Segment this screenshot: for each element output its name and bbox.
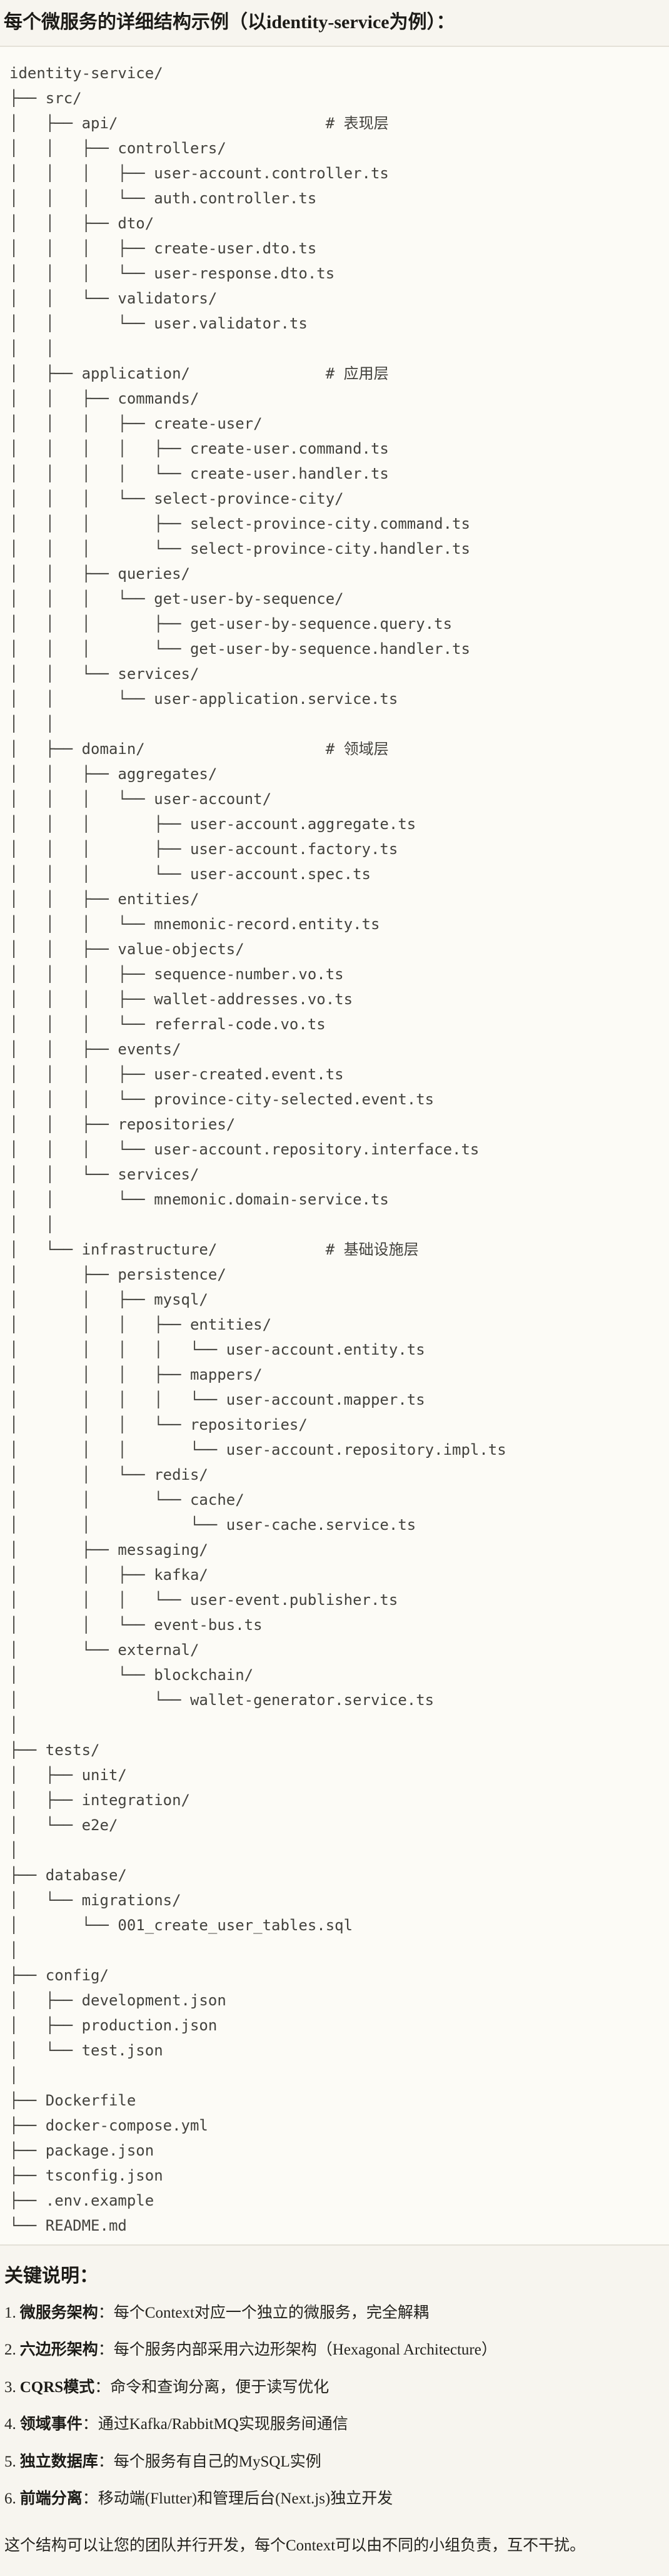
- note-item-hexagonal: 2.六边形架构：每个服务内部采用六边形架构（Hexagonal Architec…: [4, 2340, 663, 2361]
- note-item-term: 六边形架构: [19, 2341, 98, 2358]
- note-item-term: 微服务架构: [19, 2304, 98, 2321]
- note-item-term: 领域事件: [19, 2416, 83, 2433]
- note-item-frontend-separation: 6.前端分离：移动端(Flutter)和管理后台(Next.js)独立开发: [4, 2489, 663, 2510]
- note-item-number: 6.: [4, 2490, 16, 2507]
- note-item-number: 2.: [4, 2341, 16, 2358]
- note-item-number: 4.: [4, 2416, 16, 2433]
- directory-tree: identity-service/ ├── src/ │ ├── api/ # …: [9, 64, 506, 2234]
- closing-paragraph: 这个结构可以让您的团队并行开发，每个Context可以由不同的小组负责，互不干扰…: [4, 2537, 586, 2554]
- note-item-number: 3.: [4, 2378, 16, 2396]
- note-item-domain-events: 4.领域事件：通过Kafka/RabbitMQ实现服务间通信: [4, 2415, 663, 2435]
- note-item-number: 1.: [4, 2304, 16, 2321]
- note-item-microservice: 1.微服务架构：每个Context对应一个独立的微服务，完全解耦: [4, 2303, 663, 2324]
- notes-heading: 关键说明：: [4, 2266, 98, 2286]
- note-item-desc: ：每个服务有自己的MySQL实例: [98, 2453, 321, 2470]
- note-item-desc: ：命令和查询分离，便于读写优化: [94, 2378, 329, 2396]
- note-item-desc: ：每个Context对应一个独立的微服务，完全解耦: [98, 2304, 429, 2321]
- note-item-desc: ：移动端(Flutter)和管理后台(Next.js)独立开发: [82, 2490, 393, 2507]
- note-item-term: CQRS模式: [19, 2378, 95, 2396]
- notes-section: 关键说明： 1.微服务架构：每个Context对应一个独立的微服务，完全解耦 2…: [0, 2246, 669, 2556]
- note-item-cqrs: 3.CQRS模式：命令和查询分离，便于读写优化: [4, 2378, 663, 2398]
- note-item-desc: ：每个服务内部采用六边形架构（Hexagonal Architecture）: [98, 2341, 497, 2358]
- note-item-desc: ：通过Kafka/RabbitMQ实现服务间通信: [82, 2416, 348, 2433]
- directory-tree-code-block: identity-service/ ├── src/ │ ├── api/ # …: [0, 46, 669, 2246]
- note-item-term: 独立数据库: [19, 2453, 98, 2470]
- note-item-independent-db: 5.独立数据库：每个服务有自己的MySQL实例: [4, 2452, 663, 2473]
- note-item-term: 前端分离: [19, 2490, 83, 2507]
- note-item-number: 5.: [4, 2453, 16, 2470]
- page-title: 每个微服务的详细结构示例（以identity-service为例）：: [4, 12, 455, 33]
